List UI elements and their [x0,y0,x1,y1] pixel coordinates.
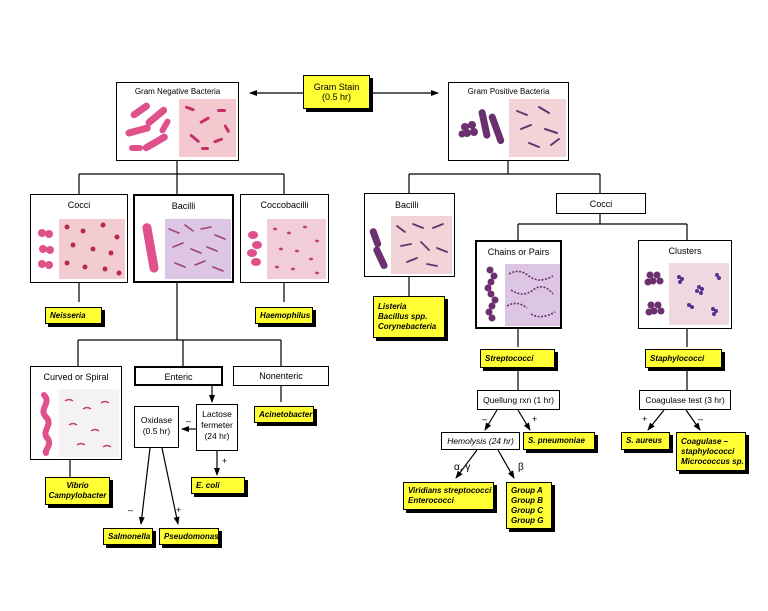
s-pneumoniae-result: S. pneumoniae [523,432,595,450]
gram-positive-shapes-image [458,109,505,145]
enteric-title: Enteric [164,372,193,382]
quellung-box: Quellung rxn (1 hr) [477,390,560,410]
pos-cocci-box: Cocci [556,193,646,214]
lactose-positive-sign: + [222,456,228,466]
staphylococci-result: Staphylococci [645,349,722,368]
coagulase-negative-sign: – [698,414,704,424]
neg-cocci-title: Cocci [67,200,91,210]
curved-spiral-title: Curved or Spiral [43,372,109,382]
hemolysis-label: Hemolysis (24 hr) [447,436,514,446]
chains-pairs-box: Chains or Pairs [475,240,562,329]
lactose-fermenter: fermeter [201,420,233,430]
gram-stain-box: Gram Stain (0.5 hr) [303,75,370,109]
nonenteric-title: Nonenteric [259,371,303,381]
gram-negative-rods-image [125,102,171,152]
curved-spiral-box: Curved or Spiral [30,366,122,460]
s-aureus-result: S. aureus [621,432,670,450]
quellung-positive-sign: + [532,414,538,424]
pos-bacilli-rod-image [369,228,388,269]
neg-coccobacilli-box: Coccobacilli [240,194,329,283]
beta-label: β [518,462,524,473]
gram-negative-slide-image [179,99,236,157]
haemophilus-result: Haemophilus [255,307,313,324]
staphylococci-cluster-image [644,271,665,316]
oxidase-positive-sign: + [176,505,182,515]
pos-bacilli-box: Bacilli [364,193,455,277]
gram-positive-title: Gram Positive Bacteria [467,87,550,96]
lactose-label: Lactose [202,409,232,419]
vibrio-campylobacter-result: Vibrio Campylobacter [45,477,110,505]
streptococci-chain-image [484,266,499,322]
quellung-label: Quellung rxn (1 hr) [483,395,554,405]
gram-positive-box: Gram Positive Bacteria [448,82,569,161]
pos-cocci-title: Cocci [589,199,613,209]
vibrio-slide-image [59,389,119,457]
nonenteric-box: Nonenteric [233,366,329,386]
neisseria-result: Neisseria [45,307,102,324]
pseudomonas-result: Pseudomonas [159,528,219,545]
coagulase-label: Coagulase test (3 hr) [645,395,725,405]
coagulase-negative-result: Coagulase – staphylococci Micrococcus sp… [676,432,746,471]
salmonella-result: Salmonella [103,528,153,545]
enteric-box: Enteric [134,366,223,386]
streptococci-slide-image [505,264,560,326]
lactose-time: (24 hr) [204,431,230,441]
pos-bacilli-title: Bacilli [395,200,419,210]
gram-negative-box: Gram Negative Bacteria [116,82,239,161]
neg-coccobacilli-title: Coccobacilli [260,200,309,210]
coagulase-box: Coagulase test (3 hr) [639,390,731,410]
hemolysis-box: Hemolysis (24 hr) [441,432,520,450]
oxidase-label: Oxidase [140,415,173,425]
listeria-bacillus-corynebacteria-result: Listeria Bacillus spp. Corynebacteria [373,296,445,338]
bacilli-rod-image [142,223,159,273]
ecoli-result: E. coli [191,477,245,494]
neg-bacilli-title: Bacilli [171,201,196,211]
chains-pairs-title: Chains or Pairs [487,247,550,257]
gram-stain-label: Gram Stain [313,82,360,92]
pos-bacilli-slide-image [391,216,452,274]
oxidase-box: Oxidase (0.5 hr) [134,406,179,448]
quellung-negative-sign: – [482,414,488,424]
staphylococci-slide-image [669,263,729,325]
clusters-title: Clusters [668,246,702,256]
oxidase-negative-sign: – [128,505,134,515]
neg-cocci-box: Cocci [30,194,128,283]
neg-bacilli-slide-image [165,219,231,279]
alpha-gamma-label: α, γ [454,462,471,473]
clusters-box: Clusters [638,240,732,329]
gram-positive-slide-image [509,99,566,157]
gram-negative-title: Gram Negative Bacteria [134,87,221,96]
gram-stain-time: (0.5 hr) [321,92,351,102]
lactose-box: Lactose fermeter (24 hr) [196,404,238,451]
neisseria-slide-image [59,219,125,279]
neg-bacilli-box: Bacilli [133,194,234,283]
oxidase-time: (0.5 hr) [142,426,171,436]
haemophilus-slide-image [267,219,326,279]
beta-groups-result: Group A Group B Group C Group G [506,482,552,529]
streptococci-result: Streptococci [480,349,555,368]
coccobacilli-image [247,231,262,266]
spiral-image [40,392,53,456]
coagulase-positive-sign: + [642,414,648,424]
diplococci-image [38,229,54,269]
lactose-negative-sign: – [186,416,192,426]
acinetobacter-result: Acinetobacter [254,406,314,423]
viridians-enterococci-result: Viridians streptococci Enterococci [403,482,494,510]
